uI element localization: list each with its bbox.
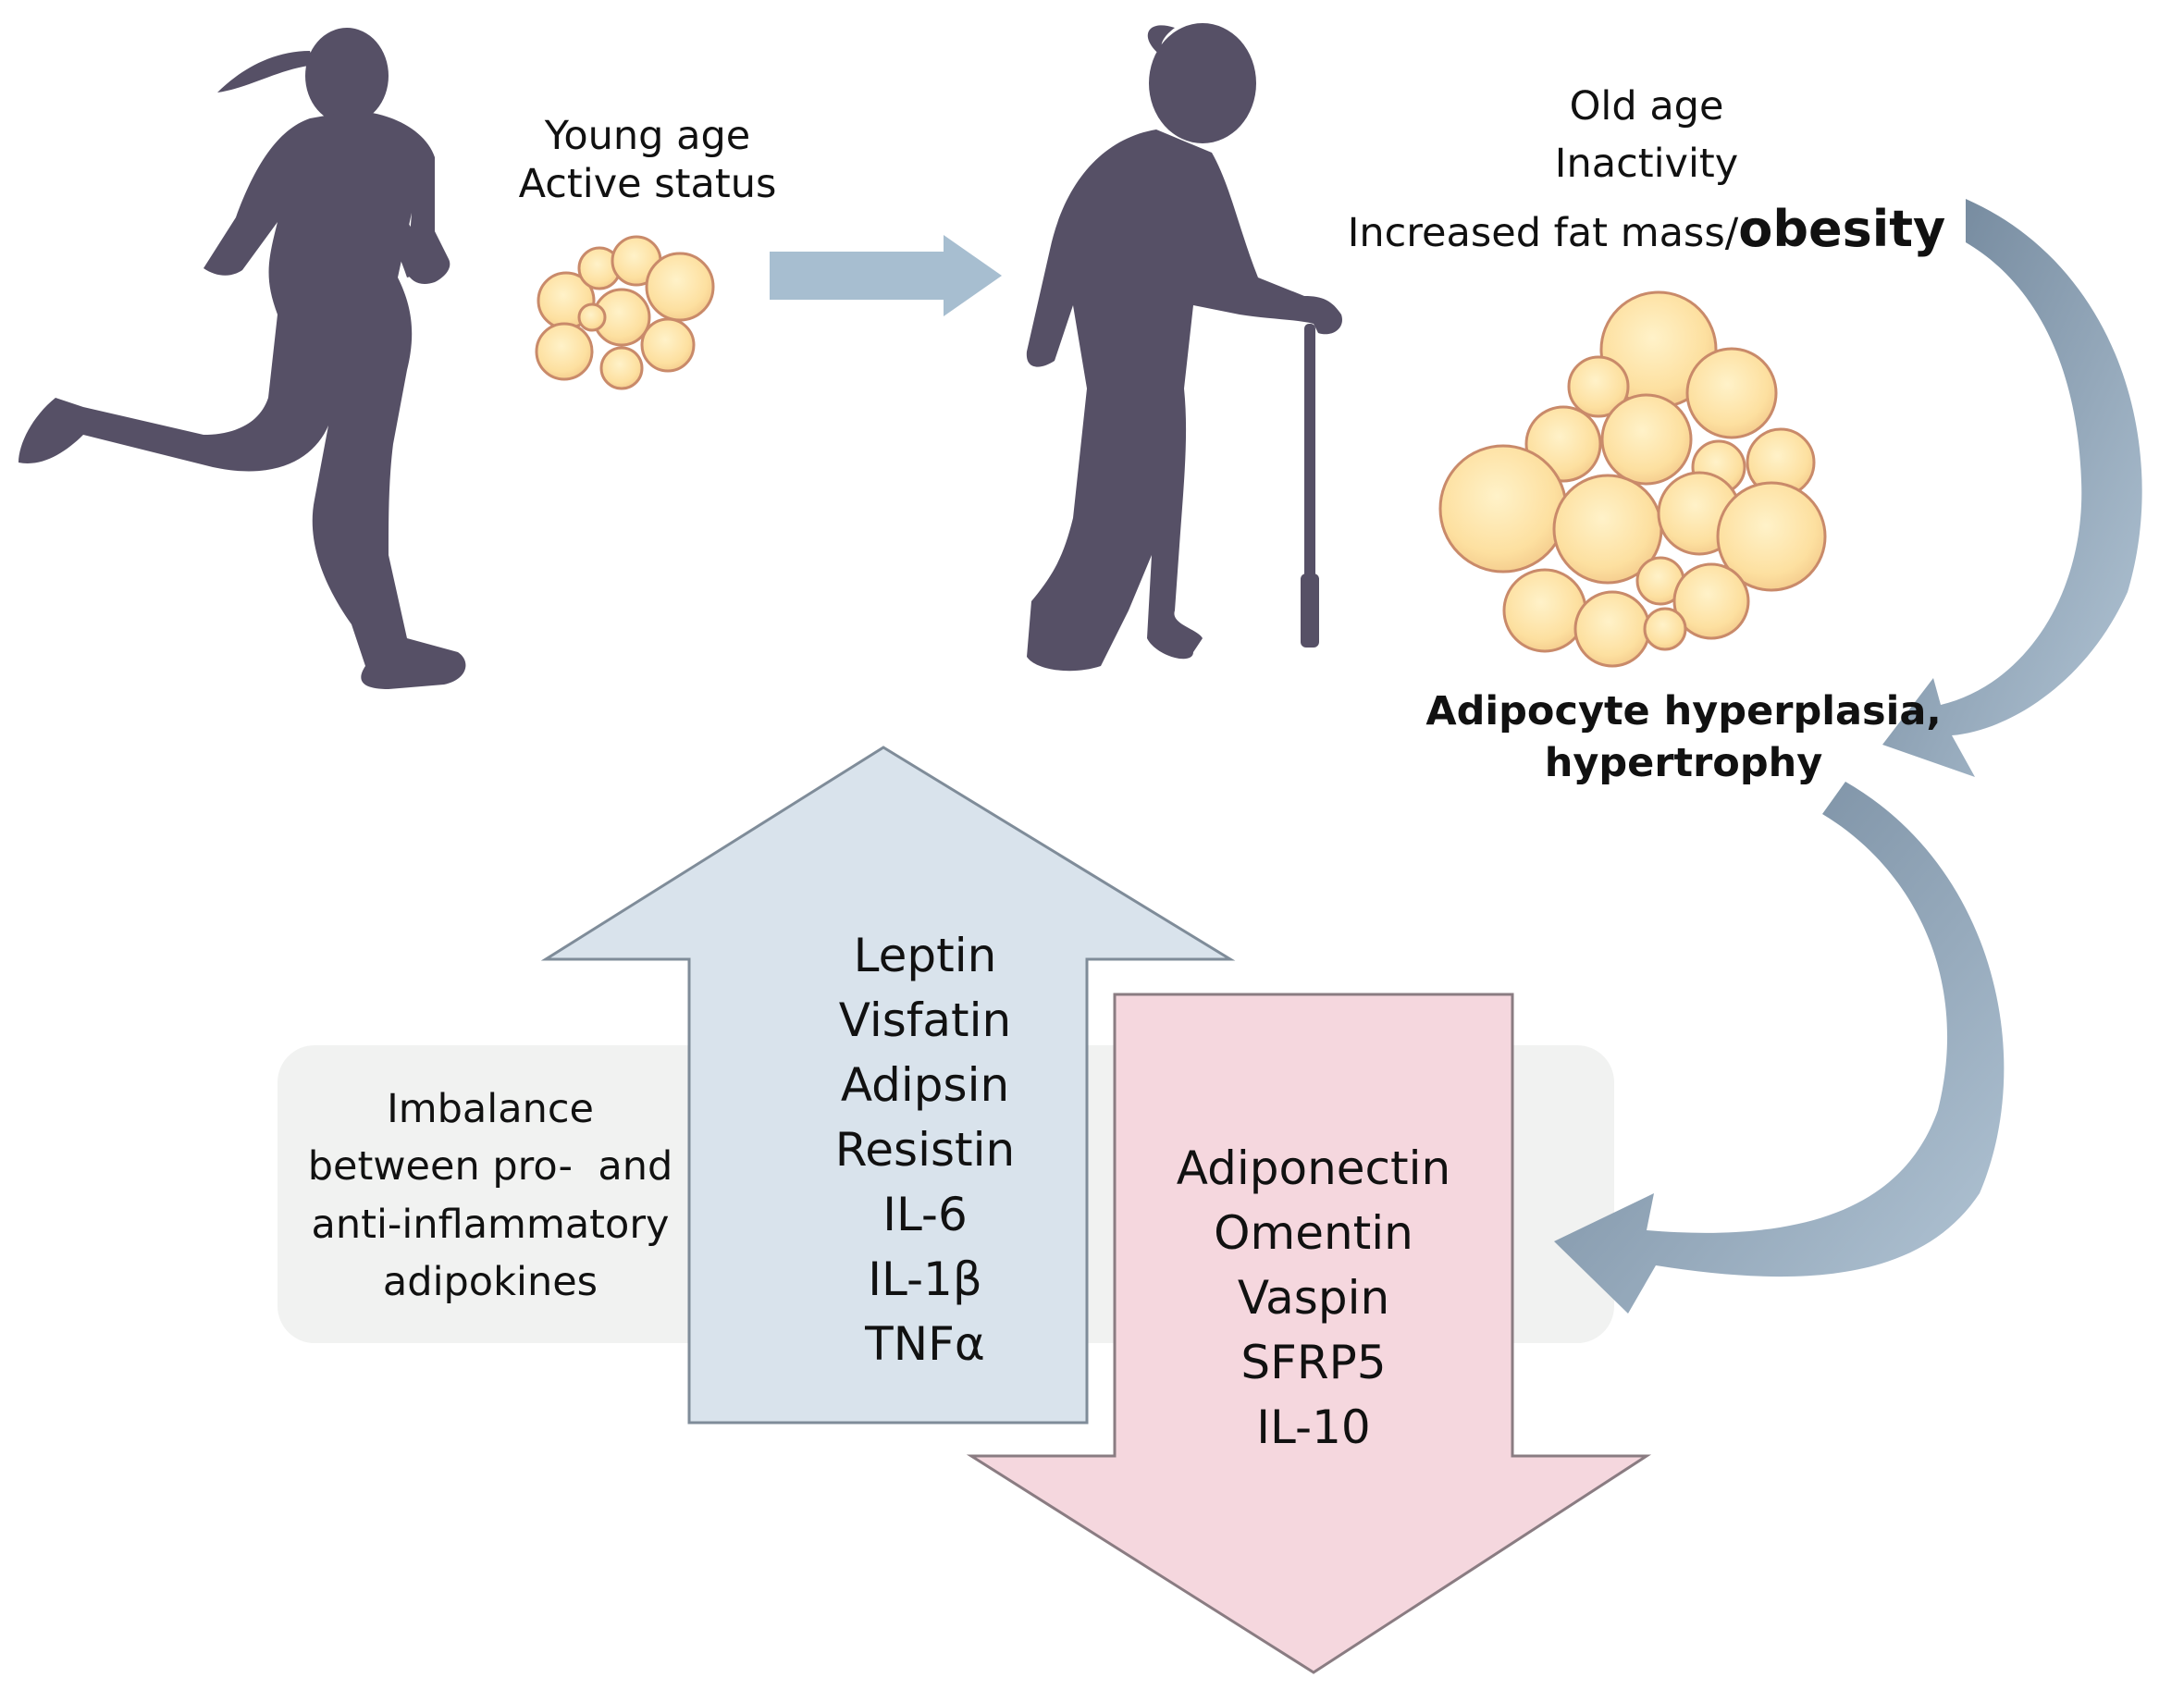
- young-label-line-2: Active status: [518, 160, 777, 207]
- old-label-line-2: Inactivity: [1554, 141, 1739, 188]
- adipokine-il10: IL-10: [1256, 1400, 1371, 1454]
- adipokine-vaspin: Vaspin: [1237, 1271, 1390, 1325]
- adipokine-adipsin: Adipsin: [840, 1058, 1010, 1112]
- adipokine-visfatin: Visfatin: [838, 993, 1012, 1047]
- adipokine-resistin: Resistin: [834, 1123, 1016, 1177]
- adipocyte-label-line-2: hypertrophy: [1544, 739, 1823, 786]
- adipokine-il6: IL-6: [882, 1188, 968, 1241]
- down-arrow: [966, 993, 1652, 1674]
- imbalance-label: Imbalance between pro- and anti-inflamma…: [278, 1080, 703, 1311]
- curved-arrow-obesity: [1882, 199, 2142, 777]
- old-label-line-3: Increased fat mass/obesity: [1277, 193, 2017, 265]
- adipokine-tnfa: TNFα: [865, 1317, 985, 1371]
- adipokine-sfrp5: SFRP5: [1240, 1336, 1387, 1389]
- up-arrow: [540, 746, 1236, 1425]
- imbalance-line-2: between pro- and: [307, 1143, 673, 1190]
- young-label-line-1: Young age: [544, 113, 751, 159]
- imbalance-line-3: anti-inflammatory: [311, 1201, 670, 1248]
- running-woman-icon: [19, 28, 466, 689]
- young-active-label: Young age Active status: [481, 113, 814, 208]
- adipokine-leptin: Leptin: [853, 929, 997, 982]
- age-transition-arrow: [770, 235, 1002, 316]
- fat-mass-text: Increased fat mass/: [1347, 209, 1739, 256]
- pro-inflammatory-list: Leptin Visfatin Adipsin Resistin IL-6 IL…: [722, 923, 1129, 1376]
- large-adipocyte-cluster-icon: [1438, 290, 1827, 668]
- adipocyte-label-line-1: Adipocyte hyperplasia,: [1425, 688, 1942, 734]
- adipokine-il1b: IL-1β: [868, 1252, 982, 1306]
- old-label-line-1: Old age: [1569, 83, 1724, 130]
- adipokine-adiponectin: Adiponectin: [1176, 1141, 1451, 1195]
- adipocyte-label: Adipocyte hyperplasia, hypertrophy: [1351, 686, 2017, 790]
- imbalance-line-4: adipokines: [382, 1259, 598, 1306]
- old-inactive-label: Old age Inactivity Increased fat mass/ob…: [1277, 78, 2017, 265]
- anti-inflammatory-list: Adiponectin Omentin Vaspin SFRP5 IL-10: [1110, 1136, 1517, 1460]
- imbalance-line-1: Imbalance: [387, 1086, 594, 1132]
- obesity-text: obesity: [1738, 199, 1946, 258]
- small-adipocyte-cluster-icon: [535, 235, 715, 390]
- curved-arrow-adipokines: [1554, 782, 2005, 1314]
- adipokine-omentin: Omentin: [1214, 1206, 1413, 1260]
- elderly-person-with-cane-icon: [1026, 23, 1342, 672]
